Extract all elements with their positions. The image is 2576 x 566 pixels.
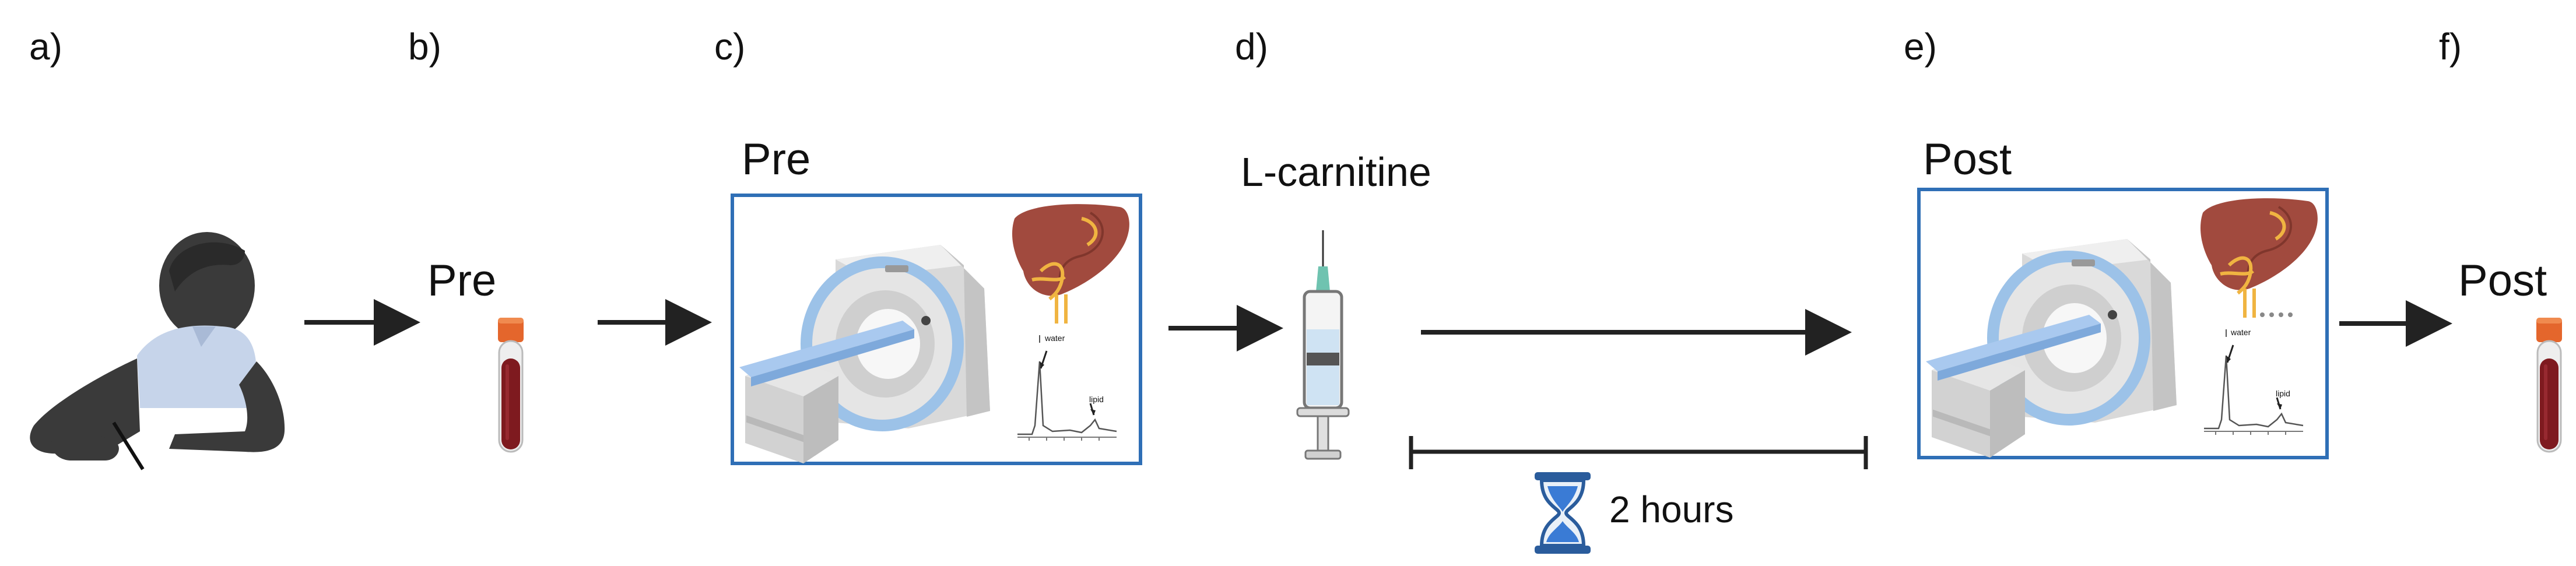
- duration-bar: [1409, 436, 1868, 469]
- water-peak-label-post: water: [2230, 328, 2251, 337]
- syringe-icon: [1296, 230, 1350, 460]
- blood-sample-pre-label: Pre: [427, 256, 497, 305]
- blood-tube-icon: [497, 317, 525, 453]
- water-peak-label: water: [1044, 333, 1065, 343]
- mri-pre-label: Pre: [742, 135, 811, 184]
- panel-label-c: c): [714, 26, 746, 68]
- duration-label: 2 hours: [1609, 488, 1734, 530]
- panel-label-d: d): [1235, 26, 1268, 68]
- lipid-peak-label-post: lipid: [2276, 389, 2290, 398]
- lipid-peak-label: lipid: [1089, 395, 1104, 404]
- mri-scanner-post-icon: [1926, 239, 2177, 458]
- panel-label-b: b): [408, 26, 441, 68]
- mri-scanner-icon: [739, 245, 990, 463]
- liver-icon: [1012, 204, 1129, 324]
- hourglass-icon: [1535, 472, 1591, 554]
- panel-label-f: f): [2439, 26, 2462, 68]
- flow-arrows: [304, 299, 2452, 356]
- liver-post-icon: [2201, 198, 2318, 318]
- mrs-spectrum-post-icon: [2203, 328, 2304, 436]
- seated-patient-icon: [30, 232, 285, 470]
- blood-sample-post-label: Post: [2458, 256, 2547, 305]
- panel-label-a: a): [29, 26, 62, 68]
- injection-label: L-carnitine: [1241, 149, 1431, 195]
- panel-label-e: e): [1904, 26, 1937, 68]
- mri-post-label: Post: [1923, 135, 2012, 184]
- blood-tube-post-icon: [2535, 317, 2563, 453]
- mrs-spectrum-icon: [1016, 334, 1118, 442]
- spectrum-sample-dots: [2260, 312, 2293, 317]
